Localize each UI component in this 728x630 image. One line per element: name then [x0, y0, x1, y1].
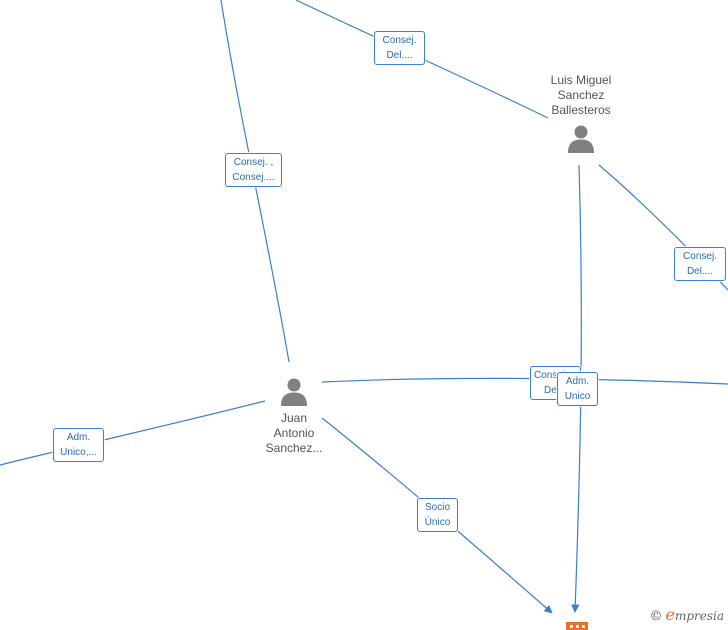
empresia-logo: ©empresia	[649, 605, 724, 624]
edge-luis-down	[571, 164, 582, 613]
relation-label-top-left[interactable]: Consej. , Consej....	[225, 153, 282, 187]
person-icon	[568, 125, 594, 153]
relation-label-center-front[interactable]: Adm. Unico	[557, 372, 598, 406]
person-node-luis[interactable]: Luis Miguel Sanchez Ballesteros	[531, 73, 631, 153]
person-name: Juan Antonio Sanchez...	[265, 411, 323, 455]
relation-label-bottom[interactable]: Socio Único	[417, 498, 458, 532]
edge-juan-right	[321, 377, 728, 385]
relation-label-left[interactable]: Adm. Unico,...	[53, 428, 104, 462]
person-node-juan[interactable]: Juan Antonio Sanchez...	[244, 376, 344, 456]
person-icon	[281, 378, 307, 406]
relation-label-top-right[interactable]: Consej. Del....	[374, 31, 425, 65]
person-name: Luis Miguel Sanchez Ballesteros	[550, 73, 612, 117]
company-building-icon[interactable]	[566, 622, 588, 630]
relation-label-right[interactable]: Consej. Del....	[674, 247, 726, 281]
edge-juan-left	[0, 400, 266, 466]
